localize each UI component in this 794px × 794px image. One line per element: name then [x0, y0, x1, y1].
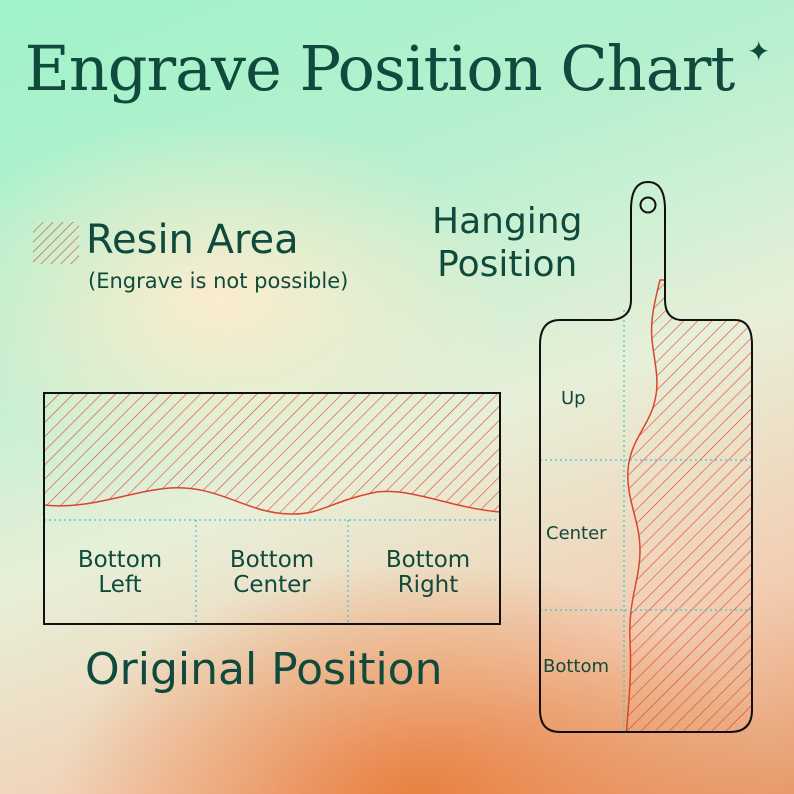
- original-board-outline: [43, 392, 501, 625]
- page-title: Engrave Position Chart ✦: [0, 38, 794, 100]
- legend-note: (Engrave is not possible): [88, 269, 349, 293]
- zone-up: Up: [561, 388, 586, 409]
- cell-bottom-left-line2: Left: [98, 572, 142, 599]
- cell-bottom-left: Bottom Left: [44, 547, 196, 599]
- title-text: Engrave Position Chart: [24, 32, 736, 105]
- cell-bottom-center-line1: Bottom: [229, 547, 315, 573]
- hanging-hole: [639, 196, 657, 214]
- legend-label: Resin Area: [86, 217, 299, 263]
- hanging-title-line1: Hanging: [432, 201, 583, 242]
- original-position-title: Original Position: [85, 644, 443, 695]
- cell-bottom-left-line1: Bottom: [77, 547, 163, 573]
- zone-center: Center: [546, 523, 607, 544]
- cutting-board-icon: [539, 180, 753, 733]
- cell-bottom-center: Bottom Center: [196, 547, 348, 599]
- hanging-board-outline: [539, 180, 753, 733]
- cell-bottom-right-line2: Right: [397, 572, 459, 599]
- resin-area-hanging: [625, 279, 752, 732]
- original-board: [43, 392, 501, 625]
- cell-bottom-right: Bottom Right: [350, 547, 506, 599]
- hanging-title-line2: Position: [437, 244, 578, 286]
- cell-bottom-right-line1: Bottom: [385, 547, 471, 573]
- zone-bottom: Bottom: [543, 656, 610, 677]
- hanging-position-title: Hanging Position: [432, 200, 582, 286]
- resin-area-original: [43, 392, 501, 515]
- sparkle-icon: ✦: [746, 35, 770, 68]
- hatch-swatch-icon: [33, 222, 79, 264]
- cell-bottom-center-line2: Center: [233, 572, 311, 599]
